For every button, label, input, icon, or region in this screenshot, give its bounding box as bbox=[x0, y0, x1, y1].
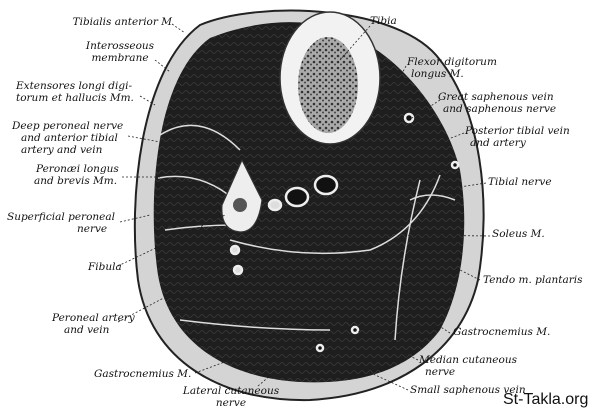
label-line: Flexor digitorum bbox=[407, 56, 497, 68]
watermark: St-Takla.org bbox=[503, 391, 589, 408]
label-tibial-nerve: Tibial nerve bbox=[488, 176, 552, 188]
label-line: longus M. bbox=[411, 68, 464, 80]
label-line: Median cutaneous bbox=[419, 354, 517, 366]
leader-lines bbox=[117, 23, 491, 391]
label-deep-peroneal: Deep peroneal nerve and anterior tibial … bbox=[12, 120, 123, 156]
label-line: Deep peroneal nerve bbox=[12, 120, 124, 132]
label-gastrocnemius-left: Gastrocnemius M. bbox=[94, 368, 192, 380]
label-line: Peronæi longus bbox=[36, 163, 119, 175]
label-great-saphenous: Great saphenous vein and saphenous nerve bbox=[438, 91, 556, 115]
label-line: Superficial peroneal bbox=[7, 211, 115, 223]
label-flexor-digitorum: Flexor digitorum longus M. bbox=[407, 56, 497, 80]
label-line: Great saphenous vein bbox=[438, 91, 554, 103]
label-line: Peroneal artery bbox=[52, 312, 135, 324]
label-fibula: Fibula bbox=[88, 261, 122, 273]
label-line: and anterior tibial bbox=[21, 132, 118, 144]
label-peroneal-artery: Peroneal artery and vein bbox=[52, 312, 135, 336]
tibia-marrow bbox=[298, 37, 358, 133]
label-line: artery and vein bbox=[21, 144, 103, 156]
label-line: nerve bbox=[77, 223, 108, 235]
fibula-bone bbox=[221, 158, 263, 233]
label-small-saphenous: Small saphenous vein bbox=[410, 384, 526, 396]
label-extensores: Extensores longi digi- torum et hallucis… bbox=[16, 80, 134, 104]
label-peronaei: Peronæi longus and brevis Mm. bbox=[34, 163, 119, 187]
label-line: membrane bbox=[91, 52, 149, 64]
label-line: and saphenous nerve bbox=[443, 103, 557, 115]
label-line: torum et hallucis Mm. bbox=[16, 92, 134, 104]
label-interosseous-membrane: Interosseous membrane bbox=[82, 40, 158, 64]
vessels bbox=[229, 112, 460, 353]
label-gastrocnemius-right: Gastrocnemius M. bbox=[453, 326, 551, 338]
label-line: and vein bbox=[64, 324, 110, 336]
label-tendo-plantaris: Tendo m. plantaris bbox=[483, 274, 583, 286]
label-line: Extensores longi digi- bbox=[16, 80, 133, 92]
label-line: Lateral cutaneous bbox=[182, 385, 280, 397]
label-line: and brevis Mm. bbox=[34, 175, 118, 187]
label-soleus: Soleus M. bbox=[492, 228, 545, 240]
label-line: Interosseous bbox=[85, 40, 155, 52]
label-line: and artery bbox=[470, 137, 526, 149]
label-median-cutaneous: Median cutaneous nerve bbox=[419, 354, 517, 378]
label-tibialis-anterior: Tibialis anterior M bbox=[72, 16, 172, 28]
label-superficial-peroneal: Superficial peroneal nerve bbox=[7, 211, 115, 235]
label-posterior-tibial: Posterior tibial vein and artery bbox=[465, 125, 570, 149]
label-line: nerve bbox=[425, 366, 456, 378]
label-line: nerve bbox=[215, 397, 247, 409]
muscle-mass bbox=[153, 22, 465, 383]
label-line: Posterior tibial vein bbox=[465, 125, 570, 137]
label-tibia: Tibia bbox=[370, 15, 397, 27]
label-lateral-cutaneous: Lateral cutaneous nerve bbox=[176, 385, 286, 409]
